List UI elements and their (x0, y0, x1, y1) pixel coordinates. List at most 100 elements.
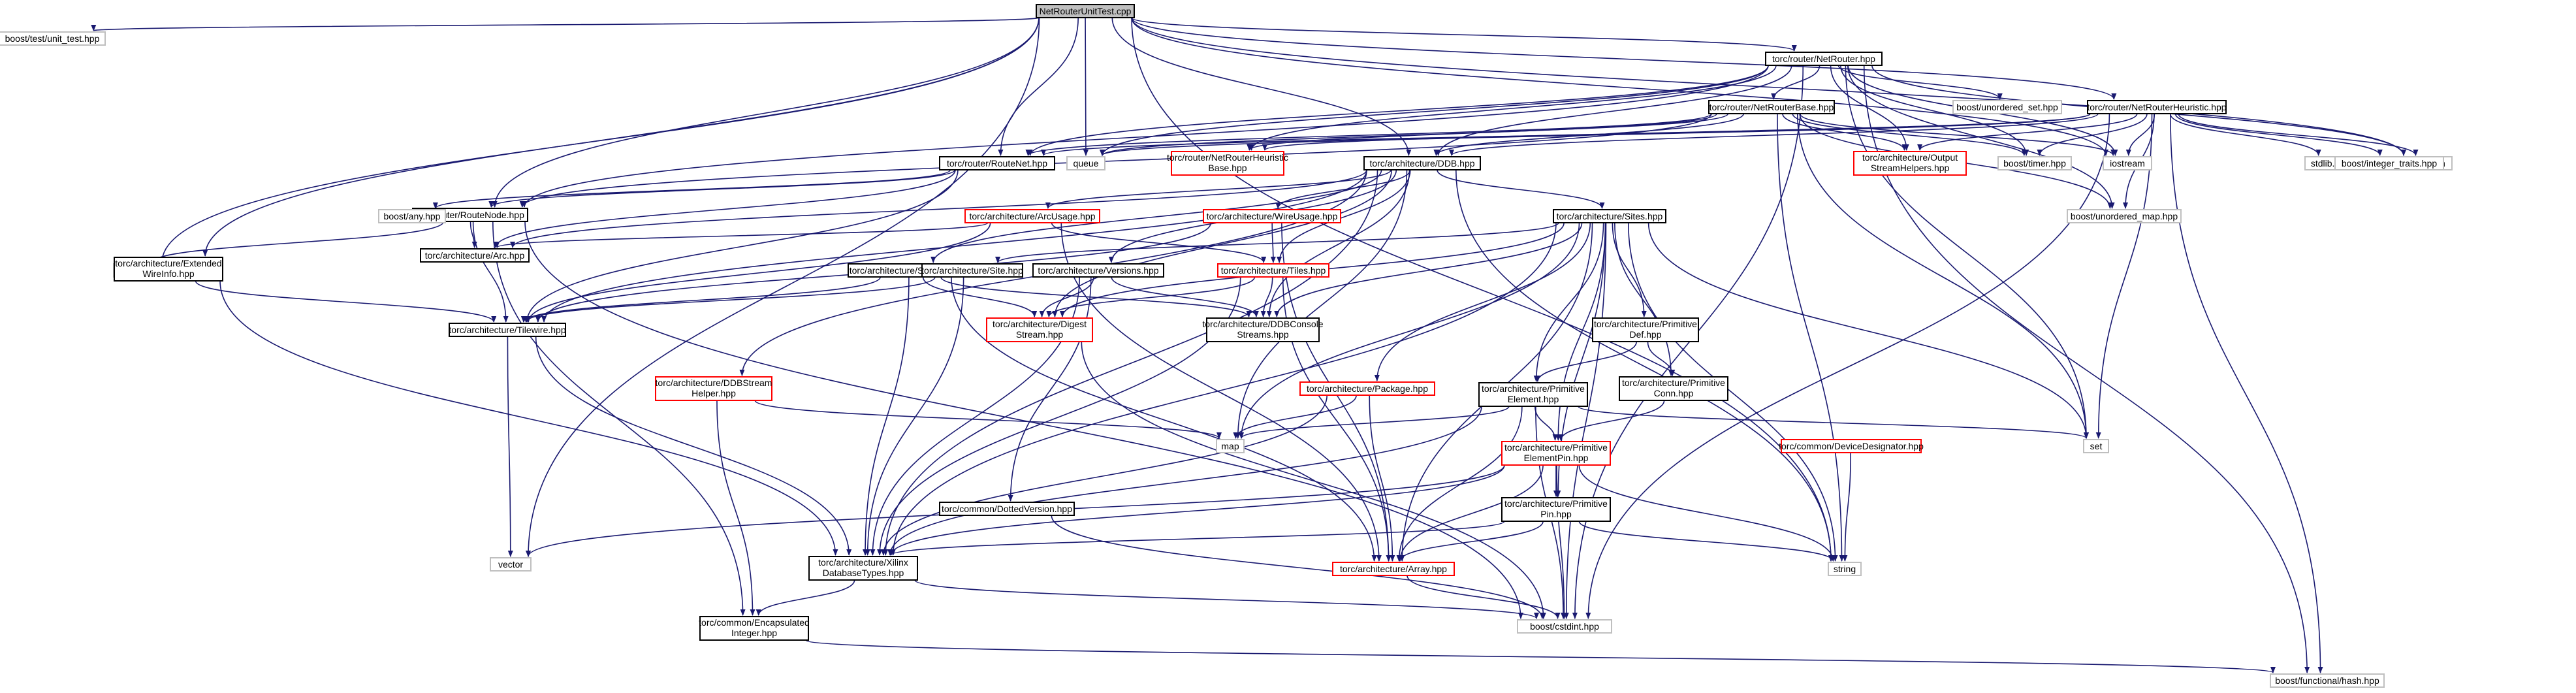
node-box-primconn[interactable] (1619, 376, 1728, 401)
node-timer[interactable]: boost/timer.hpp (1997, 156, 2072, 170)
node-int_traits[interactable]: boost/integer_traits.hpp (2334, 156, 2444, 170)
node-box-ddbconsole[interactable] (1206, 317, 1320, 342)
edge-root-to-vector (526, 17, 1040, 557)
node-box-tilewire[interactable] (449, 323, 566, 337)
node-box-netrouter[interactable] (1765, 52, 1883, 66)
node-box-primpin[interactable] (1501, 497, 1611, 522)
node-array[interactable]: torc/architecture/Array.hpp (1332, 562, 1455, 576)
node-root[interactable]: NetRouterUnitTest.cpp (1036, 4, 1135, 18)
node-box-unit_test[interactable] (0, 31, 106, 46)
node-box-primelpin[interactable] (1501, 441, 1611, 466)
node-box-sites[interactable] (1553, 209, 1666, 223)
node-box-wireusage[interactable] (1203, 209, 1341, 223)
node-iostream[interactable]: iostream (2103, 156, 2152, 170)
node-arc[interactable]: torc/architecture/Arc.hpp (420, 248, 530, 263)
node-box-site[interactable] (921, 263, 1023, 278)
node-xilinx[interactable]: torc/architecture/XilinxDatabaseTypes.hp… (808, 556, 918, 581)
node-arcusage[interactable]: torc/architecture/ArcUsage.hpp (964, 209, 1100, 223)
node-box-unordered_set[interactable] (1952, 100, 2062, 114)
edge-xilinx-to-encap (755, 579, 855, 616)
node-box-routenet[interactable] (939, 156, 1055, 170)
node-box-primel[interactable] (1478, 382, 1588, 407)
node-box-outstream[interactable] (1853, 151, 1967, 176)
edge-ddb-to-segments (930, 169, 1382, 263)
node-box-primdef[interactable] (1592, 317, 1699, 342)
node-outstream[interactable]: torc/architecture/OutputStreamHelpers.hp… (1853, 151, 1967, 176)
node-versions[interactable]: torc/architecture/Versions.hpp (1032, 263, 1164, 278)
node-box-arc[interactable] (420, 248, 530, 263)
node-vector[interactable]: vector (490, 557, 532, 572)
node-box-queue[interactable] (1066, 156, 1105, 170)
node-box-tiles[interactable] (1217, 263, 1329, 278)
node-box-digest[interactable] (986, 317, 1093, 342)
node-nrheur[interactable]: torc/router/NetRouterHeuristic.hpp (2087, 100, 2227, 114)
node-nrbase[interactable]: torc/router/NetRouterBase.hpp (1708, 100, 1835, 114)
node-cstdint[interactable]: boost/cstdint.hpp (1517, 619, 1612, 634)
node-box-iostream[interactable] (2103, 156, 2152, 170)
node-box-nrheur[interactable] (2087, 100, 2227, 114)
node-box-ewi[interactable] (114, 257, 223, 282)
node-label-outstream-0: torc/architecture/Output (1862, 152, 1958, 163)
node-box-encap[interactable] (699, 616, 809, 641)
node-set[interactable]: set (2083, 439, 2109, 453)
node-box-root[interactable] (1036, 4, 1135, 18)
node-box-ddb[interactable] (1363, 156, 1481, 170)
node-box-package[interactable] (1299, 381, 1435, 396)
node-box-nrbase[interactable] (1708, 100, 1835, 114)
node-box-array[interactable] (1332, 562, 1455, 576)
node-map[interactable]: map (1216, 439, 1245, 453)
node-tiles[interactable]: torc/architecture/Tiles.hpp (1217, 263, 1329, 278)
node-box-dotted[interactable] (939, 502, 1075, 516)
node-box-devdes[interactable] (1781, 439, 1922, 453)
node-primelpin[interactable]: torc/architecture/PrimitiveElementPin.hp… (1501, 441, 1611, 466)
edge-root-to-netrouter (1131, 17, 1797, 52)
node-netrouter[interactable]: torc/router/NetRouter.hpp (1765, 52, 1883, 66)
node-box-xilinx[interactable] (808, 556, 918, 581)
node-unordered_set[interactable]: boost/unordered_set.hpp (1952, 100, 2062, 114)
node-devdes[interactable]: torc/common/DeviceDesignator.hpp (1779, 439, 1924, 453)
node-box-int_traits[interactable] (2334, 156, 2444, 170)
node-sites[interactable]: torc/architecture/Sites.hpp (1553, 209, 1666, 223)
node-tilewire[interactable]: torc/architecture/Tilewire.hpp (449, 323, 566, 337)
node-box-unordered_map[interactable] (2067, 209, 2182, 223)
node-box-ddbstream[interactable] (655, 376, 772, 401)
node-unordered_map[interactable]: boost/unordered_map.hpp (2067, 209, 2182, 223)
node-box-arcusage[interactable] (964, 209, 1100, 223)
node-routenet[interactable]: torc/router/RouteNet.hpp (939, 156, 1055, 170)
node-box-nrhb[interactable] (1171, 151, 1284, 176)
node-funchash[interactable]: boost/functional/hash.hpp (2270, 673, 2385, 688)
node-string[interactable]: string (1828, 562, 1862, 576)
node-box-timer[interactable] (1997, 156, 2072, 170)
node-dotted[interactable]: torc/common/DottedVersion.hpp (939, 502, 1075, 516)
node-package[interactable]: torc/architecture/Package.hpp (1299, 381, 1435, 396)
node-box-any[interactable] (378, 209, 446, 223)
node-label-timer-0: boost/timer.hpp (2003, 158, 2066, 169)
node-site[interactable]: torc/architecture/Site.hpp (921, 263, 1023, 278)
node-label-nrhb-0: torc/router/NetRouterHeuristic (1167, 152, 1288, 163)
node-box-funchash[interactable] (2270, 673, 2385, 688)
edge-tiles-to-ddbconsole (1260, 276, 1273, 317)
node-box-set[interactable] (2083, 439, 2109, 453)
edge-ddb-to-sites (1437, 169, 1605, 209)
node-queue[interactable]: queue (1066, 156, 1105, 170)
node-box-string[interactable] (1828, 562, 1862, 576)
node-box-map[interactable] (1216, 439, 1245, 453)
node-ddb[interactable]: torc/architecture/DDB.hpp (1363, 156, 1481, 170)
node-box-vector[interactable] (490, 557, 532, 572)
node-unit_test[interactable]: boost/test/unit_test.hpp (0, 31, 106, 46)
node-box-cstdint[interactable] (1517, 619, 1612, 634)
node-any[interactable]: boost/any.hpp (378, 209, 446, 223)
node-box-versions[interactable] (1032, 263, 1164, 278)
node-wireusage[interactable]: torc/architecture/WireUsage.hpp (1203, 209, 1341, 223)
